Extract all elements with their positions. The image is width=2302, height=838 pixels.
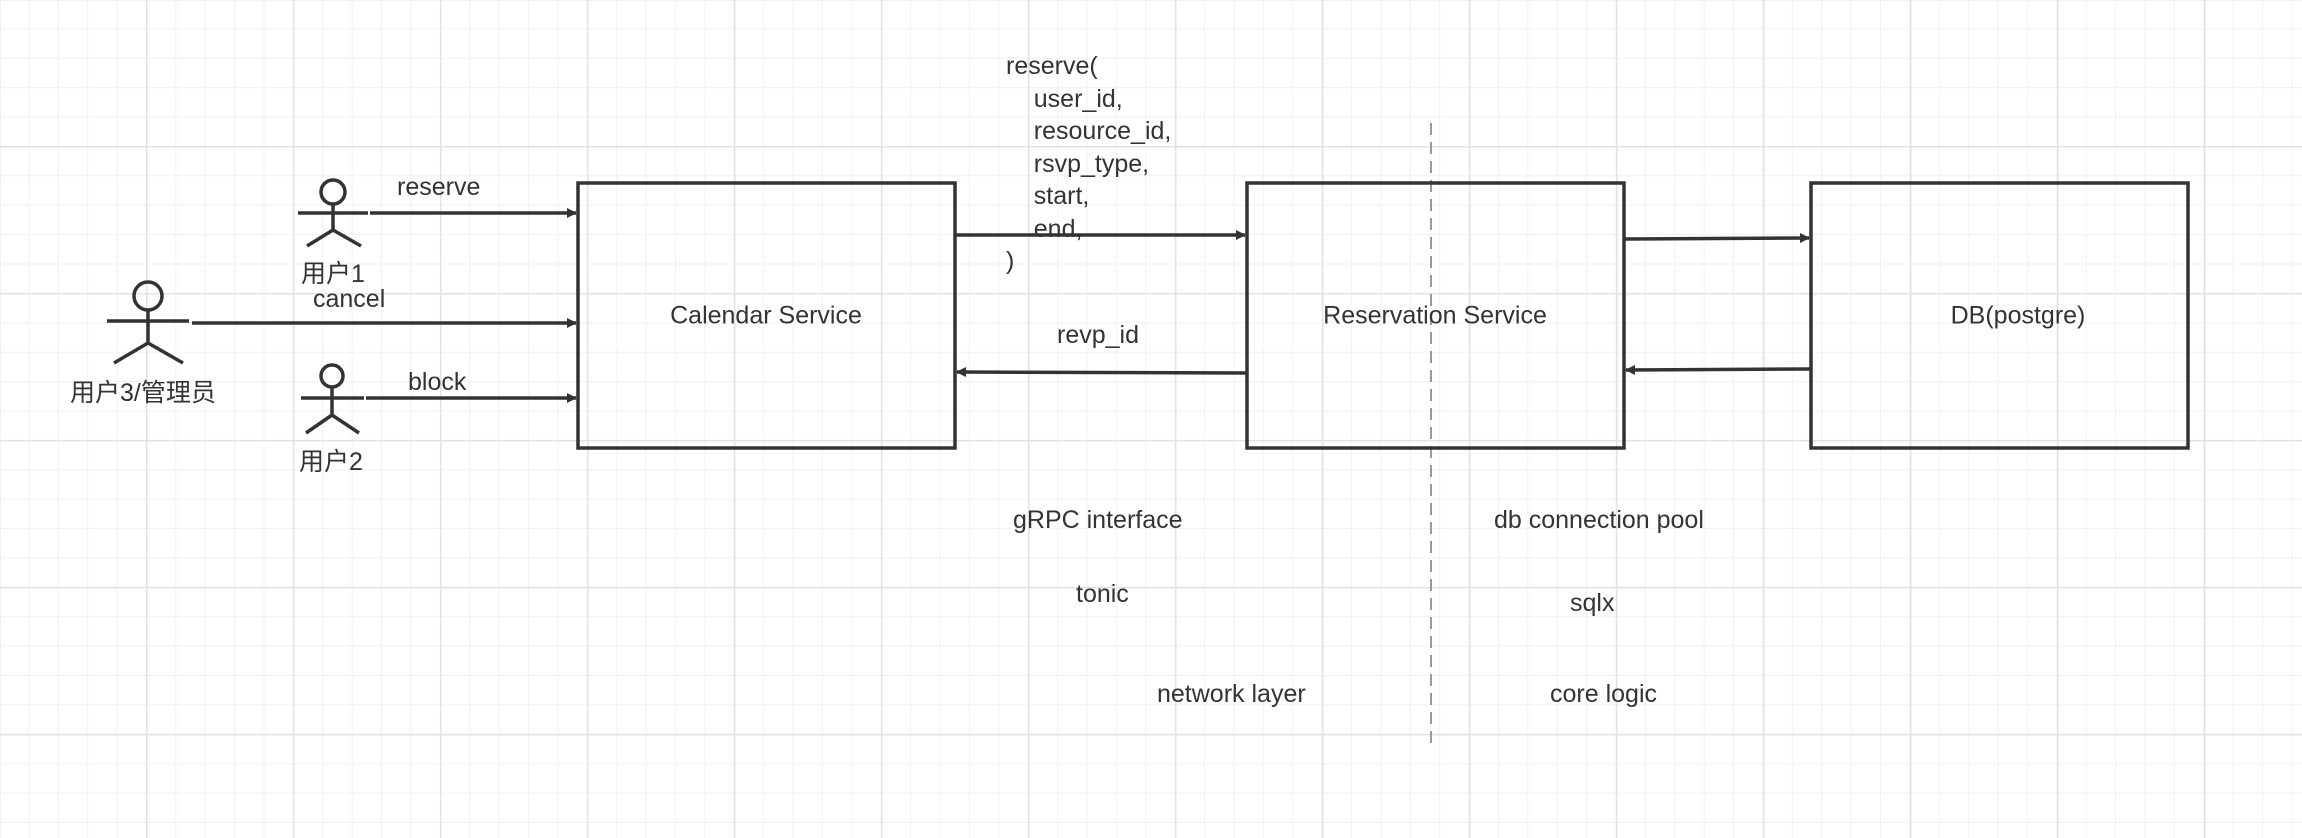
calendar-service-box[interactable]: [576, 181, 957, 450]
reserve-edge-label: reserve: [397, 173, 481, 201]
user3-stick-figure-icon[interactable]: [107, 280, 189, 365]
user2-label: 用户2: [299, 448, 363, 476]
block-edge-label: block: [408, 368, 467, 396]
revp-id-return-arrow[interactable]: [956, 367, 1248, 378]
cancel-edge-label: cancel: [313, 285, 386, 313]
sqlx-label: sqlx: [1570, 589, 1615, 617]
db-box[interactable]: [1809, 181, 2190, 450]
grpc-interface-label: gRPC interface: [1013, 506, 1183, 534]
core-logic-label: core logic: [1550, 680, 1657, 708]
user3-label: 用户3/管理员: [70, 379, 216, 407]
calendar-service-label: Calendar Service: [670, 301, 862, 330]
reservation-service-label: Reservation Service: [1323, 301, 1547, 330]
network-layer-label: network layer: [1157, 680, 1306, 708]
tonic-label: tonic: [1076, 580, 1129, 608]
db-label: DB(postgre): [1950, 301, 2086, 330]
reserve-call-signature: reserve( user_id, resource_id, rsvp_type…: [1006, 52, 1172, 275]
result-arrow[interactable]: [1625, 364, 1812, 375]
reservation-service-box[interactable]: [1245, 181, 1626, 450]
user1-stick-figure-icon[interactable]: [298, 178, 368, 248]
user1-label: 用户1: [301, 260, 365, 288]
user2-stick-figure-icon[interactable]: [301, 363, 364, 435]
query-arrow[interactable]: [1623, 233, 1810, 244]
revp-id-edge-label: revp_id: [1057, 321, 1139, 349]
db-connection-pool-label: db connection pool: [1494, 506, 1704, 534]
